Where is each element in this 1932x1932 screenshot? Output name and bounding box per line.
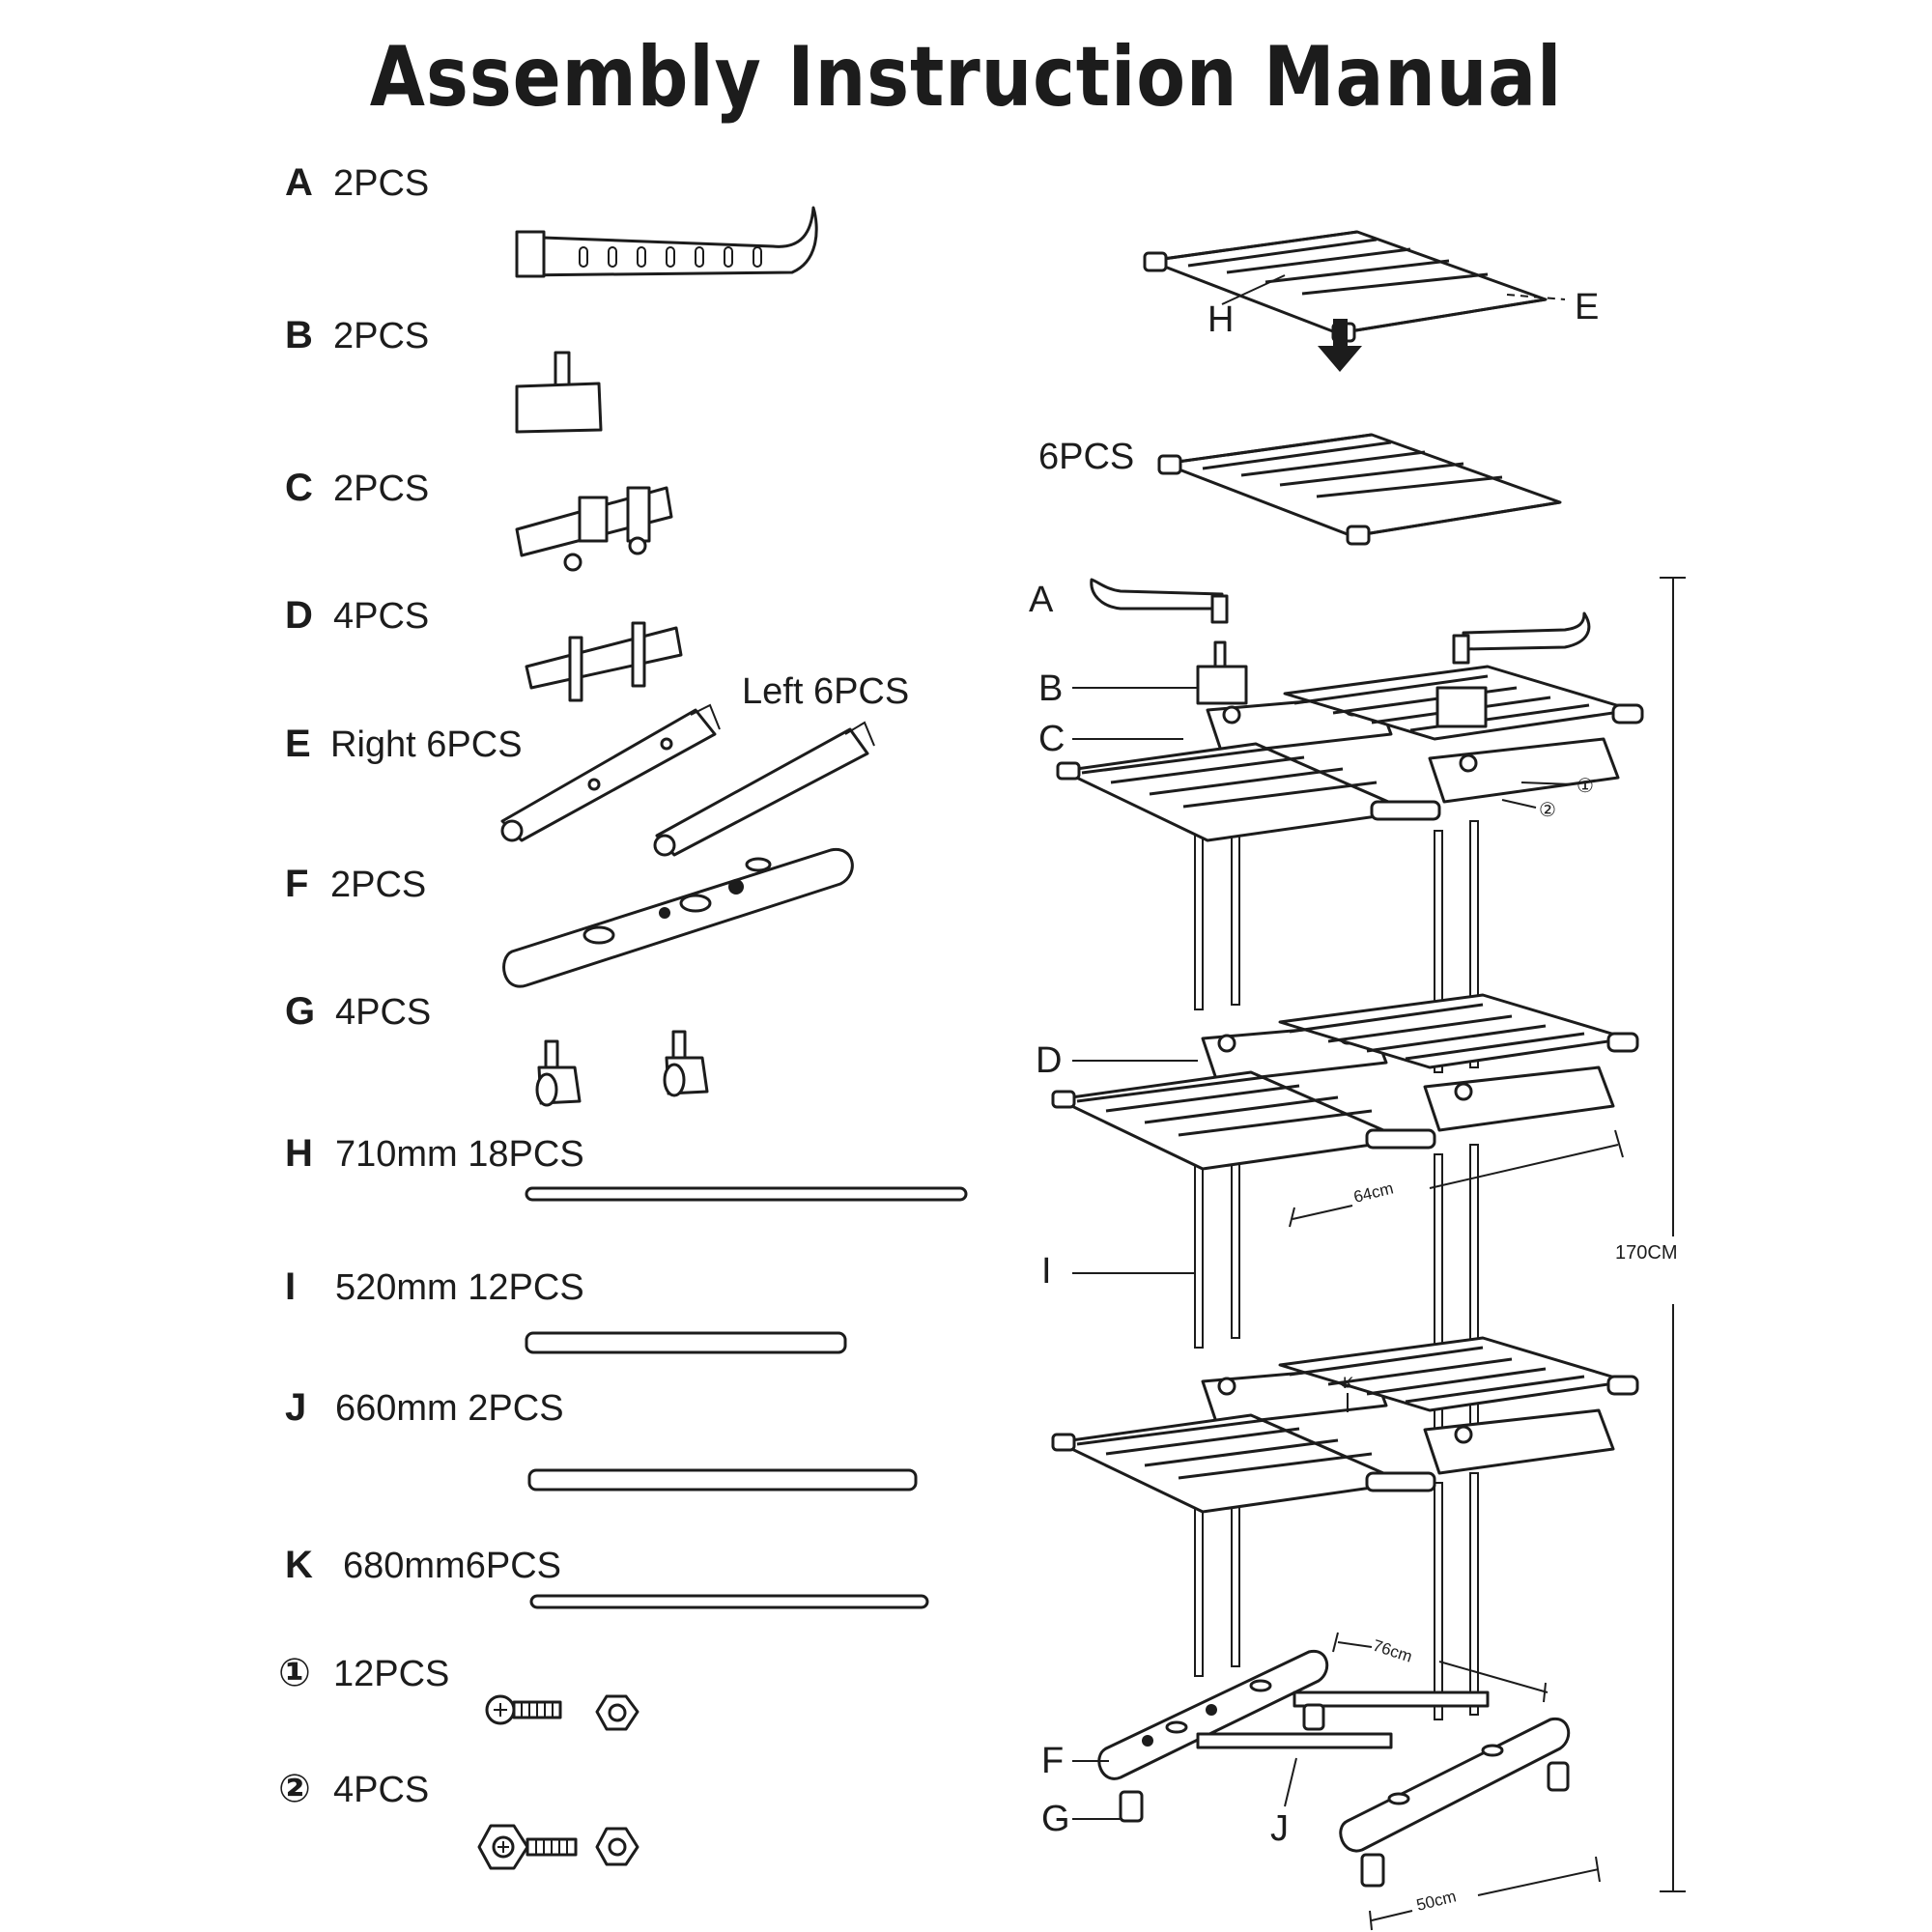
part-e-left-label: Left 6PCS <box>742 671 909 712</box>
part-qty: 2PCS <box>333 469 429 509</box>
part-h-label: H 710mm 18PCS <box>285 1132 584 1175</box>
callout-screw-2: ② <box>1539 800 1556 821</box>
part-g-caster-2 <box>663 1030 709 1097</box>
callout-c: C <box>1038 719 1065 759</box>
down-arrow-icon <box>1318 319 1362 372</box>
part-f-label: F 2PCS <box>285 863 426 905</box>
dim-height-label: 170CM <box>1615 1242 1677 1264</box>
part-screw1-label: ① 12PCS <box>278 1652 449 1694</box>
part-qty: 4PCS <box>335 992 431 1033</box>
part-c-connector <box>515 486 673 572</box>
part-qty: 2PCS <box>333 316 429 356</box>
callout-b: B <box>1038 668 1063 709</box>
label-h: H <box>1208 299 1234 340</box>
part-letter: I <box>285 1265 296 1308</box>
part-qty: 520mm 12PCS <box>335 1267 584 1308</box>
part-qty: 4PCS <box>333 1770 429 1810</box>
part-screw1-bolt-nut <box>485 1694 639 1731</box>
part-screw2-label: ② 4PCS <box>278 1768 429 1810</box>
part-letter: H <box>285 1132 313 1175</box>
part-e-label: E Right 6PCS <box>285 723 523 765</box>
part-k-rod <box>529 1594 929 1609</box>
part-qty: 2PCS <box>333 163 429 204</box>
part-qty: 4PCS <box>333 596 429 637</box>
part-letter: ② <box>278 1768 311 1810</box>
part-qty: 12PCS <box>333 1654 449 1694</box>
callout-i: I <box>1041 1251 1052 1292</box>
part-f-base <box>502 848 854 988</box>
callout-screw-1: ① <box>1577 776 1594 797</box>
part-letter: J <box>285 1386 306 1429</box>
part-qty: Right 6PCS <box>330 724 523 765</box>
part-d-label: D 4PCS <box>285 594 429 637</box>
shelf-subassembly: H E 6PCS <box>1038 230 1599 546</box>
part-letter: E <box>285 723 311 765</box>
part-letter: K <box>285 1544 313 1586</box>
part-e-right-arm <box>500 703 721 842</box>
assembly-callouts: A B C ① ② D I K F G J <box>1029 580 1594 1849</box>
callout-a: A <box>1029 580 1054 620</box>
dim-width-base-label: 76cm <box>1371 1636 1414 1666</box>
part-letter: D <box>285 594 313 637</box>
callout-k: K <box>1343 1374 1354 1392</box>
callout-g: G <box>1041 1799 1070 1839</box>
assembled-rack <box>1051 578 1644 1888</box>
part-qty: 2PCS <box>330 865 426 905</box>
page-title: Assembly Instruction Manual <box>369 29 1563 126</box>
part-a-hook-bar <box>515 206 818 278</box>
part-i-rod <box>525 1331 847 1354</box>
part-qty: 680mm6PCS <box>343 1546 561 1586</box>
part-letter: G <box>285 990 315 1033</box>
dim-depth-base-label: 50cm <box>1414 1887 1458 1914</box>
part-k-label: K 680mm6PCS <box>285 1544 561 1586</box>
part-qty: 660mm 2PCS <box>335 1388 564 1429</box>
part-g-label: G 4PCS <box>285 990 431 1033</box>
part-letter: F <box>285 863 308 905</box>
part-i-label: I 520mm 12PCS <box>285 1265 584 1308</box>
part-screw2-bolt-nut <box>477 1824 639 1870</box>
part-e-left-arm <box>653 721 875 857</box>
part-letter: A <box>285 161 313 204</box>
part-qty: 710mm 18PCS <box>335 1134 584 1175</box>
shelf-qty-label: 6PCS <box>1038 437 1134 477</box>
label-e: E <box>1575 287 1599 327</box>
part-b-plug <box>515 351 603 434</box>
part-d-connector <box>525 621 683 702</box>
part-j-label: J 660mm 2PCS <box>285 1386 564 1429</box>
part-c-label: C 2PCS <box>285 467 429 509</box>
part-letter: ① <box>278 1652 311 1694</box>
callout-f: F <box>1041 1741 1064 1781</box>
callout-d: D <box>1036 1040 1062 1081</box>
part-j-rod <box>527 1468 918 1492</box>
part-g-caster-1 <box>535 1039 582 1107</box>
callout-j: J <box>1270 1808 1289 1849</box>
part-a-label: A 2PCS <box>285 161 429 204</box>
part-list: A 2PCS B 2PCS C 2PCS D 4PCS E Right 6PCS Left… <box>278 161 909 1810</box>
part-letter: B <box>285 314 313 356</box>
dim-depth-top-label: 64cm <box>1351 1179 1395 1206</box>
part-b-label: B 2PCS <box>285 314 429 356</box>
part-h-rod <box>525 1186 968 1202</box>
part-letter: C <box>285 467 313 509</box>
